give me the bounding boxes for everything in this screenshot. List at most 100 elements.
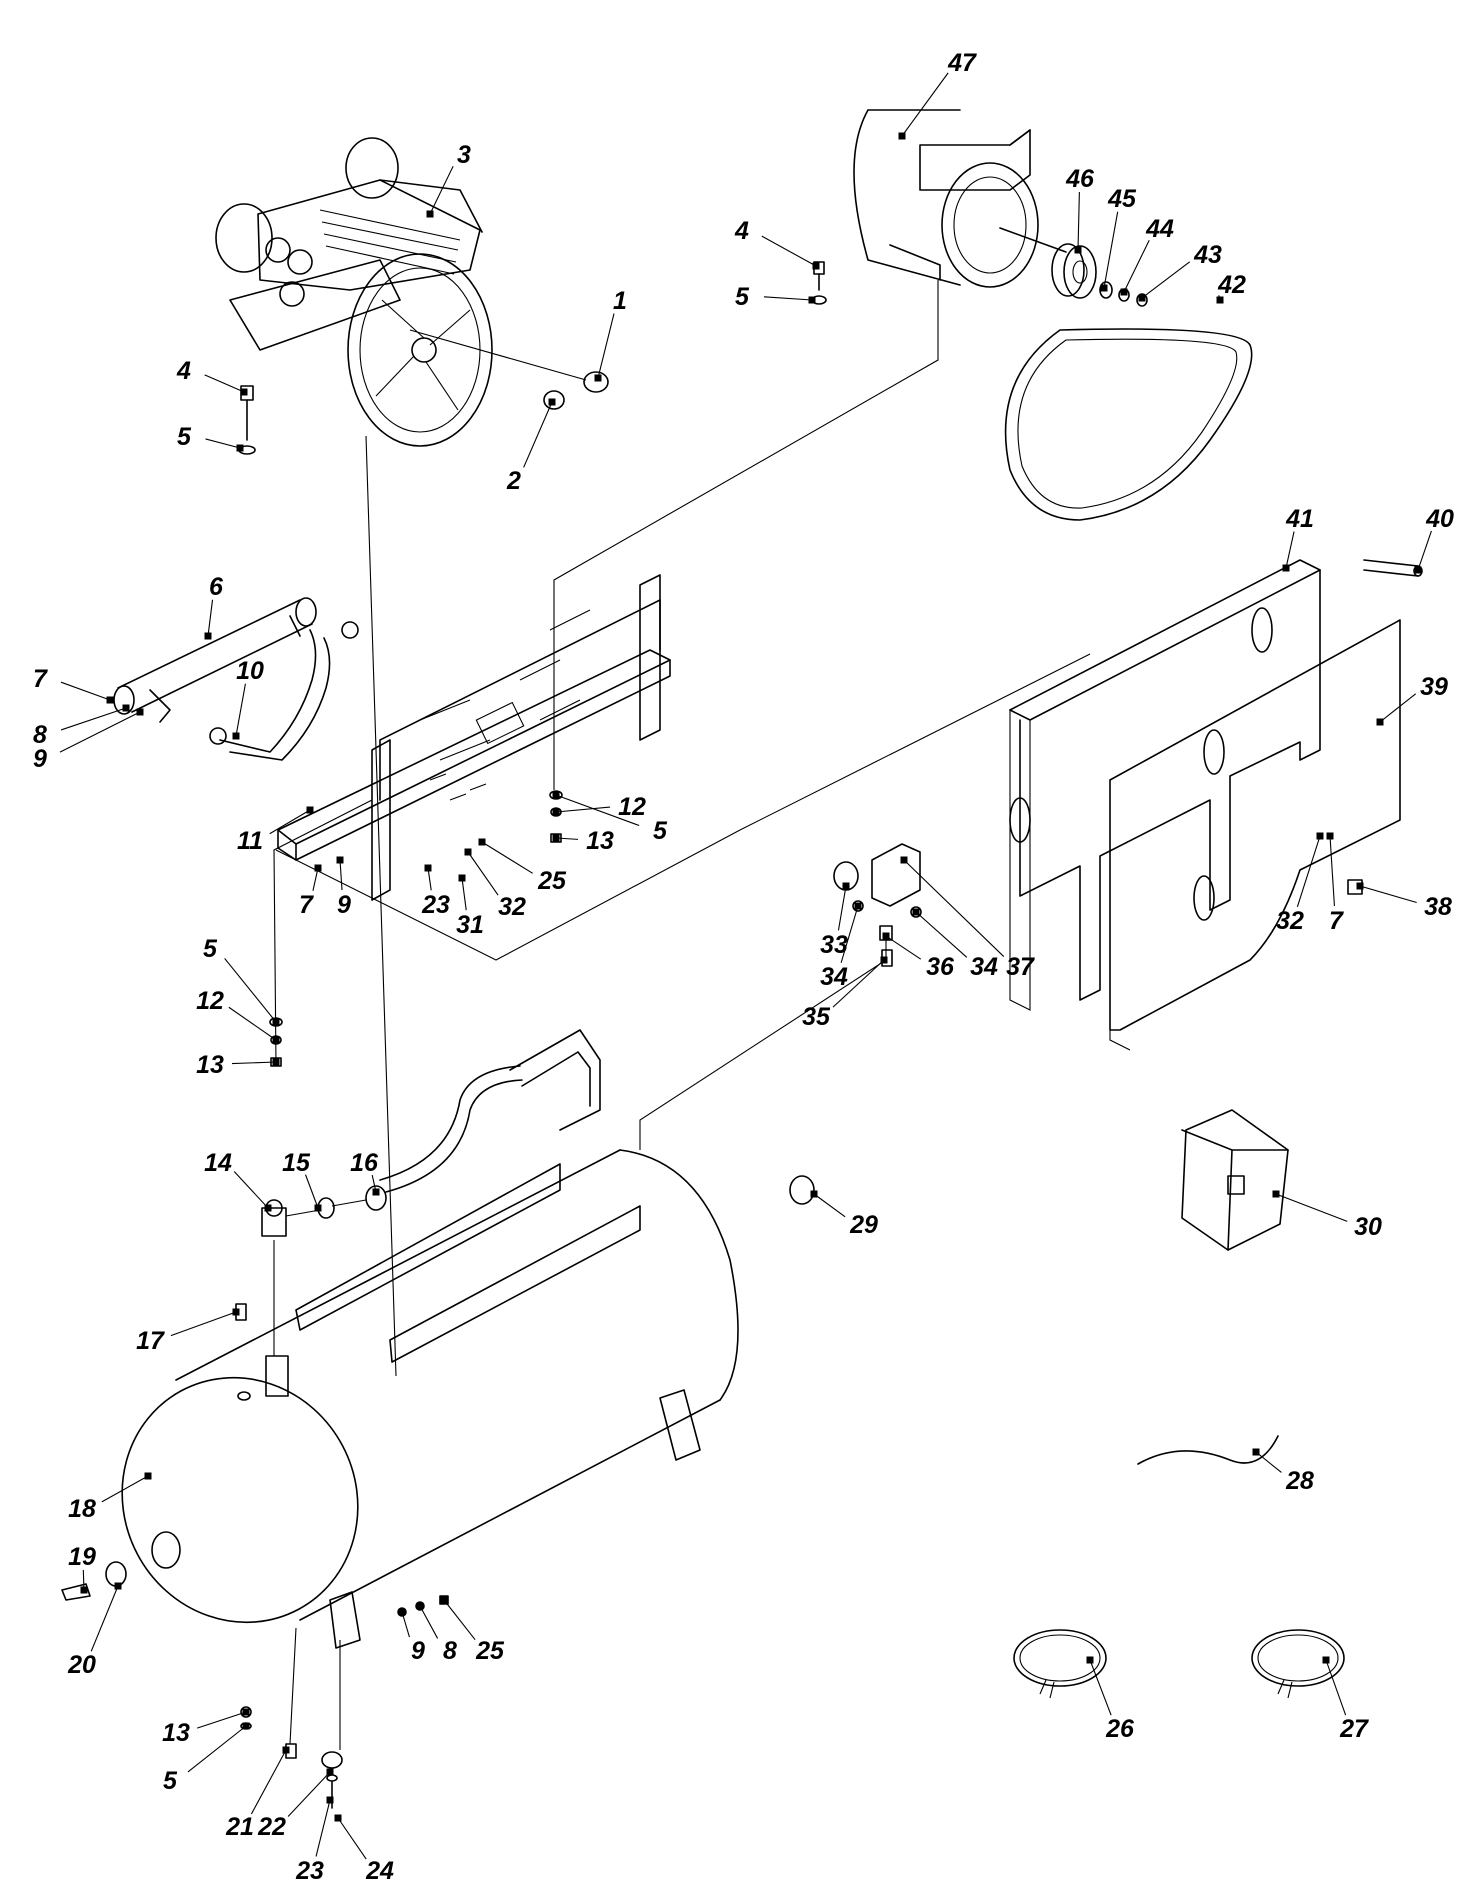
callout-c29: 29: [810, 1190, 878, 1239]
callout-dot: [478, 838, 486, 846]
callout-dot: [416, 1602, 424, 1610]
pump-bolt: [238, 385, 256, 455]
callout-leader: [304, 1174, 319, 1209]
callout-c30: 30: [1272, 1190, 1382, 1241]
callout-leader: [60, 681, 111, 701]
control-box: [1181, 1109, 1289, 1251]
callout-leader: [59, 711, 141, 753]
callout-dot: [552, 791, 560, 799]
bolt-43: [1136, 293, 1148, 307]
callout-leader: [207, 599, 214, 637]
aftercooler: [113, 597, 359, 761]
callout-label: 12: [196, 987, 224, 1015]
callout-c34b: 34: [912, 908, 998, 981]
callout-c12b: 12: [196, 987, 280, 1044]
callout-c2: 2: [506, 398, 556, 495]
callout-label: 36: [926, 953, 955, 981]
callout-label: 8: [443, 1637, 457, 1665]
callout-label: 9: [411, 1637, 425, 1665]
gauge-20: [105, 1561, 127, 1587]
callout-label: 9: [33, 745, 47, 773]
callout-dot: [272, 1018, 280, 1026]
callout-leader: [337, 1817, 367, 1860]
callout-dot: [272, 1036, 280, 1044]
callout-leader: [269, 809, 311, 835]
callout-leader: [1329, 835, 1335, 907]
callout-dot: [464, 848, 472, 856]
callout-leader: [1296, 835, 1321, 907]
callout-leader: [1077, 191, 1080, 251]
callout-c5a: 5: [177, 423, 244, 452]
callout-dot: [424, 864, 432, 872]
callout-label: 44: [1145, 215, 1174, 243]
callout-label: 25: [475, 1637, 505, 1665]
callout-label: 47: [947, 49, 977, 77]
callout-label: 7: [299, 891, 314, 919]
callout-leader: [419, 1605, 439, 1639]
callout-leader: [429, 165, 454, 215]
callout-dot: [880, 956, 888, 964]
callout-dot: [900, 856, 908, 864]
callout-c11: 11: [237, 806, 314, 855]
callout-c19: 19: [68, 1543, 96, 1594]
power-cord: [1137, 1435, 1279, 1465]
callout-dot: [812, 262, 820, 270]
callout-dot: [240, 388, 248, 396]
callout-leader: [837, 885, 847, 931]
tube-coil-26: [1013, 1629, 1107, 1699]
callout-c13c: 13: [162, 1708, 250, 1747]
callout-c15: 15: [282, 1149, 322, 1212]
platform-hardware: [269, 790, 563, 1067]
callout-dot: [1414, 566, 1422, 574]
callout-leader: [170, 1311, 237, 1337]
valve-19: [61, 1583, 91, 1601]
callout-label: 1: [613, 287, 627, 315]
callout-dot: [1074, 246, 1082, 254]
callout-dot: [326, 1796, 334, 1804]
callout-c46: 46: [1065, 165, 1095, 254]
callout-leader: [401, 1611, 410, 1638]
callout-c25a: 25: [478, 838, 567, 895]
callout-dot: [1272, 1190, 1280, 1198]
callout-dot: [1100, 284, 1108, 292]
callout-dot: [1252, 1448, 1260, 1456]
callout-c9a: 9: [33, 708, 144, 773]
callout-dot: [80, 1586, 88, 1594]
callout-dot: [314, 1204, 322, 1212]
callout-dot: [242, 1708, 250, 1716]
callout-c1: 1: [594, 287, 627, 382]
callout-label: 5: [203, 935, 218, 963]
callout-label: 17: [136, 1327, 165, 1355]
callout-leader: [461, 877, 467, 911]
callout-label: 19: [68, 1543, 96, 1571]
callout-label: 32: [498, 893, 526, 921]
callout-c17: 17: [136, 1308, 240, 1355]
callout-dot: [282, 1746, 290, 1754]
callout-label: 4: [176, 357, 191, 385]
callout-dot: [810, 1190, 818, 1198]
callout-leader: [1255, 1451, 1282, 1473]
callout-dot: [106, 696, 114, 704]
callout-dot: [398, 1608, 406, 1616]
callout-leader: [915, 911, 968, 958]
callout-label: 4: [734, 217, 749, 245]
callout-leader: [840, 905, 859, 963]
callout-leader: [763, 296, 813, 301]
callout-dot: [272, 1058, 280, 1066]
guard-rod: [1363, 559, 1423, 577]
callout-label: 24: [365, 1857, 394, 1885]
v-belt: [1004, 328, 1253, 521]
callout-c13b: 13: [196, 1051, 280, 1079]
callout-c9b: 9: [336, 856, 351, 919]
callout-dot: [1356, 882, 1364, 890]
callout-label: 11: [237, 827, 263, 855]
callout-c32a: 32: [464, 848, 526, 921]
callout-c26: 26: [1086, 1656, 1135, 1743]
callout-label: 42: [1217, 271, 1246, 299]
callout-dot: [594, 374, 602, 382]
callout-c21: 21: [225, 1746, 290, 1841]
callout-leader: [233, 1171, 269, 1209]
callout-c27: 27: [1322, 1656, 1369, 1743]
callout-c25b: 25: [440, 1596, 505, 1665]
callout-leader: [312, 867, 319, 891]
